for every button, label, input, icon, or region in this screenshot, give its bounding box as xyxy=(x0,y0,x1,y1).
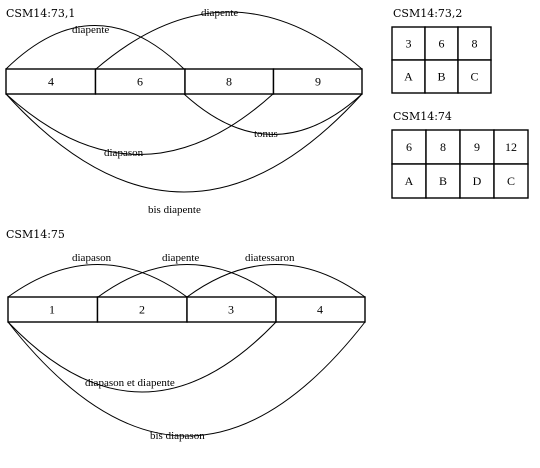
table-74-number: 8 xyxy=(440,140,446,154)
cell-label-75-a: 1 xyxy=(49,303,55,317)
arc-label-diapente-large: diapente xyxy=(201,7,238,19)
table-73-2-cell-r2c2 xyxy=(424,59,459,94)
arc-bis-diapente xyxy=(5,93,363,193)
table-73-2-number: 8 xyxy=(472,37,478,51)
table-74-cell-r2c1 xyxy=(391,163,427,199)
table-74-cell-r2c3 xyxy=(459,163,495,199)
arc-label-diapason-et-diapente: diapason et diapente xyxy=(85,377,175,389)
cell-label-73-1-c: 8 xyxy=(226,75,232,89)
arc-label-diatessaron-75: diatessaron xyxy=(245,252,295,264)
cell-75-c xyxy=(186,296,277,323)
arc-label-tonus: tonus xyxy=(254,128,278,140)
cell-label-75-d: 4 xyxy=(317,303,323,317)
table-73-2-cell-r2c3 xyxy=(457,59,492,94)
cell-label-75-c: 3 xyxy=(228,303,234,317)
cell-label-75-b: 2 xyxy=(139,303,145,317)
table-74-number: 12 xyxy=(505,140,517,154)
table-73-2-letter: C xyxy=(470,70,478,84)
table-73-2-cell-r1c3 xyxy=(457,26,492,61)
table-74-letter: D xyxy=(473,174,482,188)
arc-diapente-75 xyxy=(97,264,277,298)
table-73-2-number: 6 xyxy=(439,37,445,51)
cell-label-73-1-b: 6 xyxy=(137,75,143,89)
arc-label-bis-diapente: bis diapente xyxy=(148,204,201,216)
arc-diatessaron-75 xyxy=(186,264,366,298)
table-74-letter: A xyxy=(405,174,414,188)
table-73-2-cell-r2c1 xyxy=(391,59,426,94)
table-73-2-cell-r1c2 xyxy=(424,26,459,61)
arc-tonus xyxy=(183,93,363,135)
cell-73-1-c xyxy=(184,68,275,95)
table-74-number: 6 xyxy=(406,140,412,154)
cell-75-a xyxy=(7,296,99,323)
table-73-2-letter: B xyxy=(437,70,445,84)
arc-diapason xyxy=(5,93,274,155)
table-73-2: CSM14:73,2 3 6 8 A B C xyxy=(391,7,492,94)
cell-label-73-1-a: 4 xyxy=(48,75,54,89)
arc-label-diapente-75: diapente xyxy=(162,252,199,264)
cell-75-d xyxy=(275,296,366,323)
cell-label-73-1-d: 9 xyxy=(315,75,321,89)
diagram-75: CSM14:75 diapason diapente diatessaron d… xyxy=(6,228,366,442)
arc-diapente-large xyxy=(95,11,363,70)
arc-label-diapason-75: diapason xyxy=(72,252,112,264)
table-74-letter: B xyxy=(439,174,447,188)
table-74-cell-r2c4 xyxy=(493,163,529,199)
table-74-cell-r2c2 xyxy=(425,163,461,199)
arc-bis-diapason xyxy=(7,321,366,437)
caption-74: CSM14:74 xyxy=(393,110,452,123)
arc-diapente-small xyxy=(5,25,185,70)
caption-75: CSM14:75 xyxy=(6,228,65,241)
table-73-2-letter: A xyxy=(404,70,413,84)
diagram-73-1: CSM14:73,1 diapente diapente tonus diapa… xyxy=(5,7,363,216)
table-74-number: 9 xyxy=(474,140,480,154)
caption-73-2: CSM14:73,2 xyxy=(393,7,462,20)
table-74-cell-r1c4 xyxy=(493,129,529,165)
arc-label-diapente-small: diapente xyxy=(72,24,109,36)
caption-73-1: CSM14:73,1 xyxy=(6,7,75,20)
table-74: CSM14:74 6 8 9 12 A B D C xyxy=(391,110,529,199)
arc-label-bis-diapason: bis diapason xyxy=(150,430,205,442)
table-73-2-number: 3 xyxy=(406,37,412,51)
table-74-letter: C xyxy=(507,174,515,188)
arc-label-diapason: diapason xyxy=(104,147,144,159)
arc-diapason-et-diapente xyxy=(7,321,277,393)
cell-73-1-d xyxy=(272,68,363,95)
arc-diapason-75 xyxy=(7,264,188,298)
